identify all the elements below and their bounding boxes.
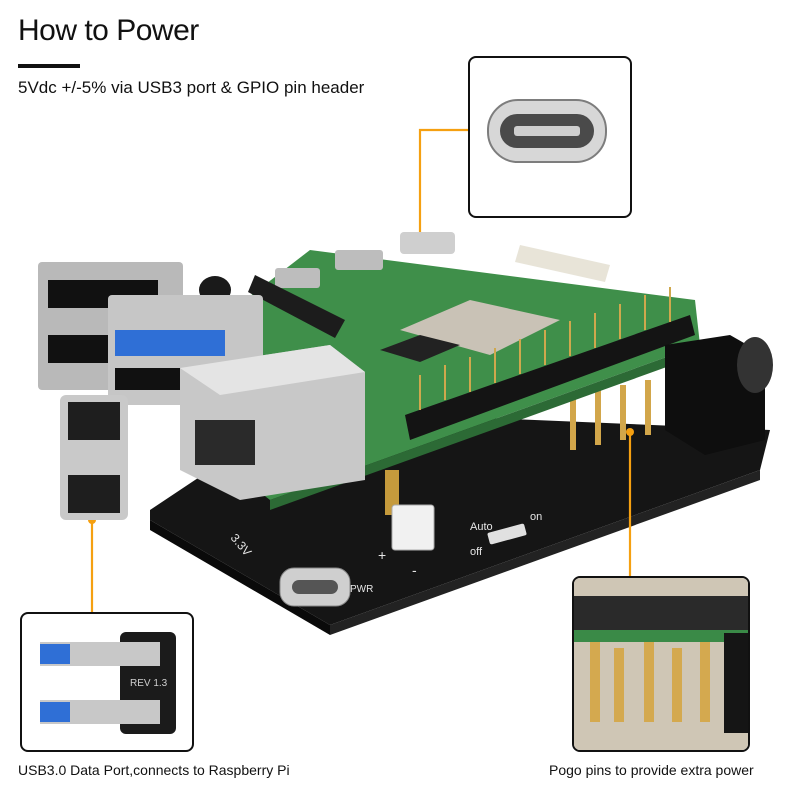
usbc-power-port	[400, 232, 455, 254]
label-auto: Auto	[470, 521, 493, 533]
micro-hdmi-2	[275, 268, 320, 288]
power-mode-switch	[487, 523, 527, 545]
label-minus: -	[412, 562, 417, 578]
usb3-caption: USB3.0 Data Port,connects to Raspberry P…	[18, 762, 290, 778]
label-pwr: PWR	[350, 584, 373, 595]
display-connector	[515, 245, 610, 282]
jst-power-connector	[391, 504, 435, 551]
pogo-pins-inset	[572, 576, 750, 752]
usbc-closeup-inset	[468, 56, 632, 218]
title-underline	[18, 64, 80, 68]
label-on: on	[530, 511, 542, 523]
soc-chip	[400, 300, 560, 355]
gpio-header	[405, 315, 695, 440]
micro-hdmi-1	[335, 250, 383, 270]
leader-usbc	[418, 128, 468, 245]
pogo-caption: Pogo pins to provide extra power	[549, 762, 754, 778]
usb3-bridge-inset: REV 1.3	[20, 612, 194, 752]
label-rev: REV 1.3	[130, 678, 168, 689]
label-off: off	[470, 546, 483, 558]
page-title: How to Power	[18, 14, 199, 47]
standoff	[385, 470, 399, 515]
page-subtitle: 5Vdc +/-5% via USB3 port & GPIO pin head…	[18, 78, 365, 97]
label-plus: +	[378, 547, 386, 563]
camera-connector	[248, 275, 345, 338]
pogo-pins	[570, 380, 651, 450]
